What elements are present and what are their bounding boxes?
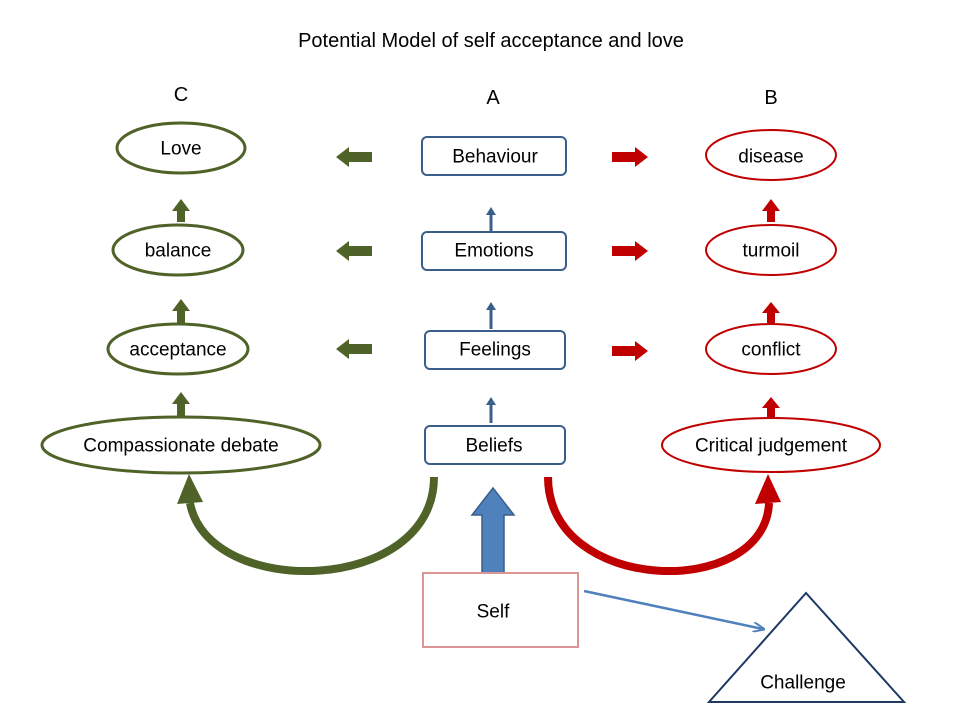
compassionate-debate-label: Compassionate debate xyxy=(83,435,279,457)
green-left-arrow-emotions xyxy=(336,241,372,261)
turmoil-ellipse xyxy=(705,224,837,276)
love-label: Love xyxy=(160,138,202,160)
emotions-box xyxy=(421,231,567,271)
turmoil-label: turmoil xyxy=(742,240,800,262)
disease-label: disease xyxy=(738,146,804,168)
red-right-arrow-feelings xyxy=(612,341,648,361)
red-up-arrow-3 xyxy=(762,397,780,418)
conflict-label: conflict xyxy=(741,339,801,361)
behaviour-box xyxy=(421,136,567,176)
self-to-beliefs-arrow xyxy=(470,486,516,574)
beliefs-label: Beliefs xyxy=(465,435,523,457)
acceptance-label: acceptance xyxy=(129,339,227,361)
green-up-arrow-2 xyxy=(172,299,190,323)
column-a-label: A xyxy=(486,87,500,109)
challenge-triangle xyxy=(706,591,907,703)
acceptance-ellipse xyxy=(106,322,250,376)
feelings-label: Feelings xyxy=(459,339,531,361)
balance-label: balance xyxy=(144,240,212,262)
self-label: Self xyxy=(476,601,510,623)
green-curved-arrow xyxy=(186,476,438,576)
column-c-label: C xyxy=(173,84,189,106)
conflict-ellipse xyxy=(705,323,837,375)
red-right-arrow-behaviour xyxy=(612,147,648,167)
green-up-arrow-3 xyxy=(172,392,190,416)
balance-ellipse xyxy=(111,223,245,277)
green-curved-arrowhead xyxy=(177,474,203,504)
green-up-arrow-1 xyxy=(172,199,190,222)
love-ellipse xyxy=(115,121,247,175)
up-arrow-beliefs-to-feelings xyxy=(486,397,496,423)
red-curved-arrow xyxy=(544,476,773,575)
compassionate-ellipse xyxy=(40,415,322,475)
emotions-label: Emotions xyxy=(454,240,534,262)
challenge-to-self-arrow xyxy=(583,589,763,629)
up-arrow-emotions-to-behaviour xyxy=(486,207,496,231)
green-left-arrow-behaviour xyxy=(336,147,372,167)
red-right-arrow-emotions xyxy=(612,241,648,261)
page-title: Potential Model of self acceptance and l… xyxy=(298,30,684,52)
column-b-label: B xyxy=(764,87,778,109)
red-up-arrow-2 xyxy=(762,302,780,323)
challenge-label: Challenge xyxy=(760,672,846,694)
up-arrow-feelings-to-emotions xyxy=(486,302,496,329)
red-curved-arrowhead xyxy=(755,474,781,504)
green-left-arrow-feelings xyxy=(336,339,372,359)
critical-judgement-label: Critical judgement xyxy=(694,435,848,457)
feelings-box xyxy=(424,330,566,370)
behaviour-label: Behaviour xyxy=(452,146,538,168)
disease-ellipse xyxy=(705,129,837,181)
beliefs-box xyxy=(424,425,566,465)
red-up-arrow-1 xyxy=(762,199,780,222)
self-box xyxy=(422,572,579,648)
